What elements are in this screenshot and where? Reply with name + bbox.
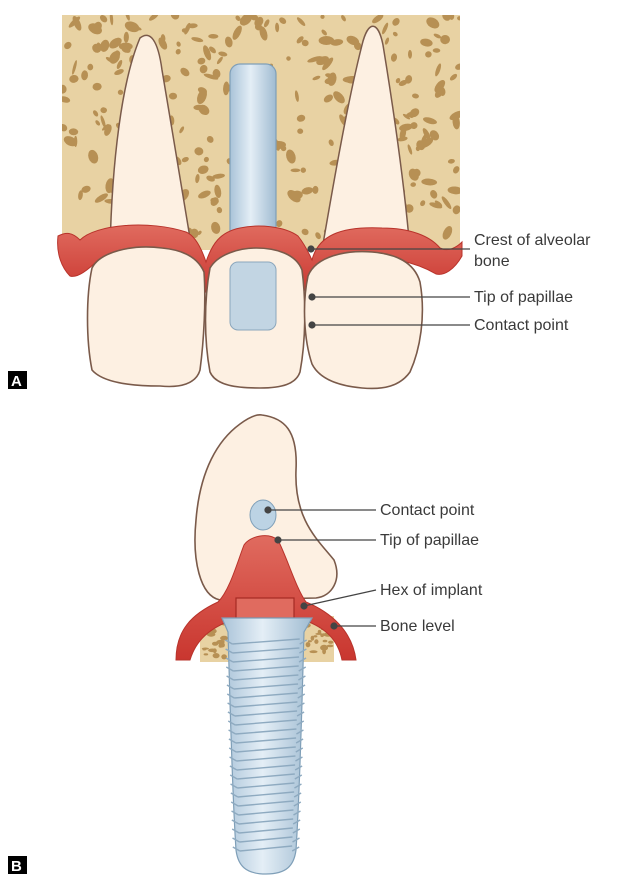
label-contact-point-a: Contact point: [474, 317, 569, 334]
bone-spot: [313, 635, 317, 637]
bone-spot: [309, 650, 317, 653]
bone-spot: [212, 642, 218, 646]
label-hex-implant: Hex of implant: [380, 582, 483, 599]
bone-spot: [202, 648, 206, 650]
bone-spot: [314, 639, 318, 644]
bone-spot: [319, 36, 335, 45]
bone-spot: [315, 633, 322, 635]
label-bone-level: Bone level: [380, 618, 455, 635]
label-tip-papillae-a: Tip of papillae: [474, 289, 573, 306]
bone-spot: [328, 641, 333, 644]
leader-bone-level-dot: [331, 623, 337, 629]
bone-spot: [327, 645, 334, 648]
bone-spot: [322, 633, 326, 636]
panel-a: Crest of alveolar bone Tip of papillae C…: [8, 9, 591, 390]
bone-spot: [220, 636, 228, 641]
bone-spot: [323, 640, 328, 643]
implant-post-visible-a: [230, 262, 276, 330]
leader-crest-dot: [308, 246, 314, 252]
leader-contact-point-b-dot: [265, 507, 271, 513]
bone-spot: [220, 643, 225, 648]
label-crest-line1: Crest of alveolar: [474, 232, 591, 249]
contact-point-b: [250, 500, 276, 530]
leader-hex-dot: [301, 603, 307, 609]
left-tooth-crown: [88, 247, 205, 387]
hex-of-implant: [236, 598, 294, 618]
panel-b: Contact point Tip of papillae Hex of imp…: [8, 415, 483, 875]
bone-spot: [74, 136, 77, 147]
bone-spot: [213, 653, 220, 658]
bone-spot: [322, 649, 326, 655]
leader-contact-point-a-dot: [309, 322, 315, 328]
leader-tip-papillae-a-dot: [309, 294, 315, 300]
label-crest-line2: bone: [474, 253, 510, 270]
panel-b-tag: B: [11, 858, 22, 875]
label-tip-papillae-b: Tip of papillae: [380, 532, 479, 549]
panel-a-tag: A: [11, 373, 22, 390]
leader-tip-papillae-b-dot: [275, 537, 281, 543]
bone-spot: [291, 169, 301, 173]
bone-spot: [204, 653, 209, 655]
bone-spot: [213, 648, 217, 653]
bone-spot: [308, 640, 312, 642]
label-contact-point-b: Contact point: [380, 502, 475, 519]
bone-spot: [306, 642, 311, 647]
right-tooth-crown: [305, 252, 423, 389]
